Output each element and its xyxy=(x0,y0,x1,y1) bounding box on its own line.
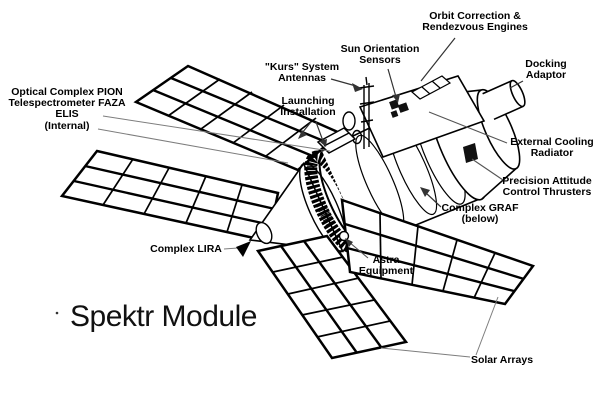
leader-optical-1 xyxy=(102,115,331,152)
stray-dot xyxy=(55,311,59,315)
arrow-launching-1 xyxy=(298,130,307,139)
arrow-sun xyxy=(392,94,400,103)
leader-optical-2 xyxy=(97,128,289,164)
arrow-astra xyxy=(345,238,353,247)
kurs-antenna-mast xyxy=(342,76,375,149)
label-launching-installation: Launching Installation xyxy=(280,95,336,119)
leader-precision xyxy=(471,158,504,181)
arrow-launching-2 xyxy=(319,139,327,147)
launching-installation-box xyxy=(316,127,357,154)
arrow-kurs xyxy=(352,83,363,92)
solar-array-upper-left xyxy=(133,64,343,172)
label-kurs-system-antennas: "Kurs" System Antennas xyxy=(264,61,340,85)
antenna-horn xyxy=(342,111,356,131)
leader-cooling xyxy=(428,111,508,144)
leader-lira xyxy=(223,247,239,250)
label-solar-arrays: Solar Arrays xyxy=(470,354,534,366)
leader-solar-1 xyxy=(475,296,499,356)
label-complex-graf: Complex GRAF (below) xyxy=(441,202,519,226)
solar-array-mid-left xyxy=(59,149,280,243)
leader-lines xyxy=(97,37,524,358)
arrow-graf xyxy=(420,187,430,197)
label-sun-orientation-sensors: Sun Orientation Sensors xyxy=(340,43,420,67)
sun-sensor-shapes xyxy=(389,99,409,118)
label-docking-adaptor: Docking Adaptor xyxy=(525,58,567,82)
astra-equipment-shape xyxy=(338,230,350,242)
label-astra-equipment: Astra Equipment xyxy=(358,254,414,278)
thruster-block xyxy=(463,143,478,163)
leader-sun xyxy=(387,68,397,98)
leader-astra xyxy=(348,241,369,259)
leader-launching-2 xyxy=(315,121,324,142)
label-complex-lira: Complex LIRA xyxy=(150,243,222,255)
leader-kurs xyxy=(330,78,357,87)
docking-adaptor-shape xyxy=(482,79,526,121)
diagram-title: Spektr Module xyxy=(70,300,257,333)
leader-docking xyxy=(509,80,524,89)
solar-array-bottom-left xyxy=(255,234,409,360)
leader-solar-2 xyxy=(380,347,471,358)
leader-launching-1 xyxy=(301,121,312,134)
label-orbit-correction-rendezvous-engines: Orbit Correction & Rendezvous Engines xyxy=(422,10,528,34)
label-precision-attitude-control-thrusters: Precision Attitude Control Thrusters xyxy=(502,175,592,199)
nose-tip-cap xyxy=(255,221,273,245)
orbit-engines-patch xyxy=(410,75,452,100)
leader-graf xyxy=(425,192,442,208)
label-optical-complex-pion: Optical Complex PION Telespectrometer FA… xyxy=(8,86,126,132)
arrow-lira xyxy=(236,241,251,257)
leader-orbit xyxy=(420,37,456,82)
solar-array-right xyxy=(340,198,536,306)
label-external-cooling-radiator: External Cooling Radiator xyxy=(510,136,594,160)
